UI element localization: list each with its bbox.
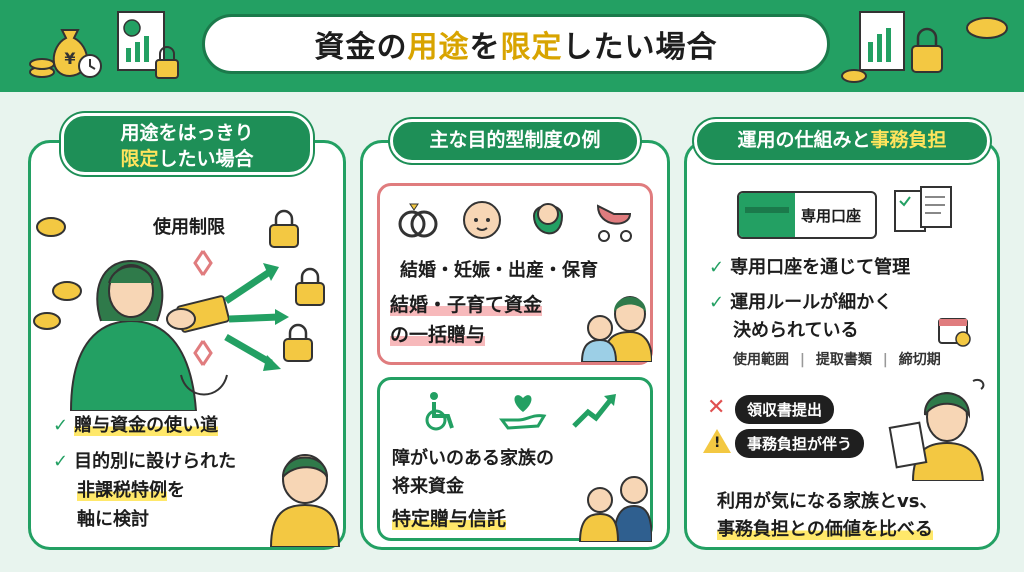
card-disability-trust: 障がいのある家族の 将来資金 特定贈与信託 (377, 377, 653, 542)
separator: | (882, 352, 888, 368)
admin-burden-pill: 事務負担が伴う (735, 429, 865, 458)
check-dedicated-account: ✓専用口座を通じて管理 (709, 253, 910, 279)
page-title: 資金の用途を限定したい場合 (202, 14, 830, 74)
lock-icon (283, 323, 313, 362)
check-icon: ✓ (53, 451, 69, 472)
svg-text:¥: ¥ (64, 49, 75, 68)
check-icon: ✓ (53, 415, 69, 436)
bullet-tax-exempt: ✓目的別に設けられた 非課税特例を 軸に検討 (53, 447, 236, 534)
card-marriage-childcare: 結婚・妊娠・出産・保育 結婚・子育て資金 の一括贈与 (377, 183, 653, 365)
caption-rest: 運用の仕組みと (737, 129, 871, 151)
bullet-text: を (167, 480, 185, 501)
rule-item: 提取書類 (815, 352, 872, 368)
wheelchair-icon (425, 392, 454, 431)
use-limit-label: 使用制限 (153, 217, 225, 238)
woman-with-money-illustration (33, 217, 289, 411)
card-title-text: 特定贈与信託 (392, 508, 507, 530)
receipt-pill: 領収書提出 (735, 395, 835, 424)
column-caption: 用途をはっきり 限定したい場合 (61, 113, 313, 175)
card-text-line: 将来資金 (392, 476, 464, 497)
rule-list: 使用範囲 | 提取書類 | 締切期 (733, 349, 941, 369)
lock-icon (295, 267, 325, 306)
worried-woman-illustration (888, 379, 985, 481)
coin-icon (966, 17, 1008, 39)
money-bag-icon: ¥ (29, 29, 102, 78)
check-rules: ✓運用ルールが細かく 決められている (709, 289, 892, 345)
card-title-text: 結婚・子育て資金 (390, 294, 543, 316)
cross-icon: ✕ (707, 395, 726, 420)
bullet-line: 軸に検討 (77, 509, 149, 530)
header-banner: ¥ 資金の用途を限定したい場合 (0, 0, 1024, 92)
warning-icon (703, 429, 731, 453)
bullet-line: 非課税特例を (53, 476, 236, 505)
calendar-icon (938, 318, 971, 347)
bullet-line: ✓目的別に設けられた (53, 447, 236, 476)
caption-line: 用途をはっきり (120, 122, 254, 144)
life-events-label: 結婚・妊娠・出産・保育 (400, 260, 598, 281)
card-title-text: の一括贈与 (390, 324, 486, 346)
warning-mark: ! (714, 435, 721, 451)
heart-hand-icon (499, 395, 547, 430)
trend-up-icon (572, 394, 616, 428)
check-line: 決められている (733, 320, 859, 341)
card-title-line: の一括贈与 (390, 320, 486, 347)
card-text-line: 障がいのある家族の (392, 448, 554, 469)
stroller-icon (596, 204, 632, 242)
family-illustration (578, 476, 652, 542)
bottom-text: 事務負担との価値を比べる (717, 519, 933, 540)
column-caption: 主な目的型制度の例 (390, 119, 640, 163)
check-icon: ✓ (709, 257, 725, 278)
title-part: 資金の (314, 30, 408, 65)
rule-item: 使用範囲 (733, 352, 789, 368)
caption-rest: したい場合 (158, 148, 254, 170)
lock-icon (269, 209, 299, 248)
title-part: 限定 (500, 30, 563, 65)
account-label: 専用口座 (801, 207, 862, 225)
thinking-woman-illustration (269, 454, 341, 547)
caption-line: 限定したい場合 (64, 146, 310, 172)
rule-item: 締切期 (898, 352, 941, 368)
column-caption: 運用の仕組みと事務負担 (694, 119, 990, 163)
column-operation: 運用の仕組みと事務負担 専用口座 ✓専用口座を通じて管理 ✓運用ルールが細かく … (684, 119, 1000, 550)
separator: | (799, 352, 805, 368)
check-text: 運用ルールが細かく (730, 292, 893, 313)
bullet-gift-use: ✓贈与資金の使い道 (53, 411, 219, 437)
caption-highlight: 事務負担 (870, 129, 947, 151)
bullet-text: 目的別に設けられた (74, 451, 237, 472)
dedicated-account-card: 専用口座 (737, 191, 877, 239)
title-part: 用途 (407, 30, 470, 65)
column-limit-use: 用途をはっきり 限定したい場合 使用制限 ✓贈与資金の使い道 ✓目的別に設けられ… (28, 113, 346, 550)
check-text: 専用口座を通じて管理 (730, 257, 911, 278)
title-part: を (469, 30, 501, 65)
documents-icon (894, 186, 952, 232)
card-stripe (739, 193, 795, 237)
bullet-highlight: 非課税特例 (77, 480, 167, 501)
card-strip-line (745, 207, 789, 213)
card-title-line: 特定贈与信託 (392, 504, 507, 531)
baby-face-icon (463, 201, 501, 239)
rings-icon (398, 203, 438, 238)
card-title-line: 結婚・子育て資金 (390, 290, 543, 317)
mother-child-illustration (580, 296, 652, 362)
column-examples: 主な目的型制度の例 結婚・妊娠・出産・保育 結婚・子育て資金 の一括贈与 障がい… (360, 119, 670, 550)
title-part: したい場合 (562, 30, 718, 65)
bullet-text: 贈与資金の使い道 (74, 415, 219, 436)
bottom-line: 事務負担との価値を比べる (717, 515, 933, 541)
check-line: ✓運用ルールが細かく (709, 289, 892, 317)
report-chart-icon (117, 11, 179, 79)
bottom-line: 利用が気になる家族とvs、 (717, 491, 938, 512)
swaddled-baby-icon (532, 203, 564, 235)
caption-highlight: 限定 (120, 148, 159, 170)
document-lock-icon (841, 11, 943, 83)
check-icon: ✓ (709, 292, 725, 313)
